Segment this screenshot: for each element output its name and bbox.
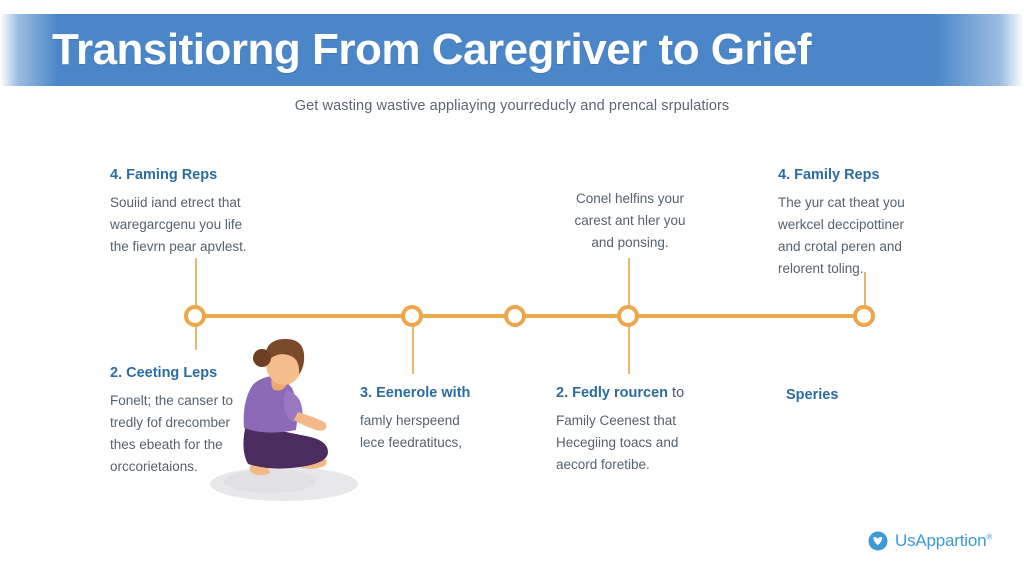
heart-circle-icon [868, 531, 888, 551]
body-line: aecord foretibe. [556, 456, 650, 472]
page-title: Transitiorng From Caregriver to Grief [52, 25, 812, 74]
kneeling-person-illustration [210, 338, 358, 501]
body-line: carest ant hler you [574, 212, 686, 228]
timeline-node-5[interactable] [853, 305, 875, 327]
block-top-right-body: The yur cat theat you werkcel deccipotti… [778, 192, 958, 279]
body-line: and crotal peren and [778, 238, 902, 254]
block-bottom-third-body: Family Ceenest that Hecegiing toacs and … [556, 410, 746, 476]
page-subtitle: Get wasting wastive appliaying yourreduc… [294, 98, 730, 114]
block-bottom-third-heading-main: 2. Fedly rourcen [556, 385, 669, 401]
brand-name: UsAppartion® [895, 531, 992, 551]
body-line: Fonelt; the canser to [110, 393, 234, 409]
body-line: Souiid iand etrect that [110, 195, 241, 211]
body-line: the fievrn pear apvlest. [110, 238, 247, 254]
block-top-left: 4. Faming Reps Souiid iand etrect that w… [110, 166, 290, 258]
block-bottom-right: Speries [786, 386, 946, 412]
connector-stem-up-1 [195, 258, 197, 308]
body-line: and ponsing. [591, 234, 669, 250]
block-bottom-left-body: Fonelt; the canser to tredly fof drecomb… [110, 390, 290, 477]
connector-stem-down-4 [628, 324, 630, 374]
body-line: thes ebeath for the [110, 436, 223, 452]
body-line: relorent toling. [778, 260, 864, 276]
block-top-center: Conel helfins your carest ant hler you a… [540, 188, 720, 254]
block-bottom-second-heading: 3. Eenerole with [360, 385, 471, 401]
connector-stem-up-4 [628, 258, 630, 308]
block-top-left-heading: 4. Faming Reps [110, 167, 218, 183]
body-line: Family Ceenest that [556, 413, 677, 429]
body-line: tredly fof drecomber [110, 414, 231, 430]
registered-mark: ® [986, 532, 993, 542]
block-top-left-body: Souiid iand etrect that waregarcgenu you… [110, 192, 290, 258]
timeline-node-1[interactable] [184, 305, 206, 327]
connector-stem-down-1 [195, 324, 197, 350]
body-line: The yur cat theat you [778, 195, 905, 211]
body-line: Hecegiing toacs and [556, 434, 679, 450]
block-top-center-body: Conel helfins your carest ant hler you a… [540, 188, 720, 254]
header-banner: Transitiorng From Caregriver to Grief [0, 14, 1024, 86]
block-bottom-left: 2. Ceeting Leps Fonelt; the canser to tr… [110, 364, 290, 478]
block-top-right: 4. Family Reps The yur cat theat you wer… [778, 166, 958, 280]
body-line: waregarcgenu you life [110, 216, 243, 232]
timeline-node-3[interactable] [504, 305, 526, 327]
brand-logo: UsAppartion® [868, 531, 992, 551]
block-bottom-second: 3. Eenerole with famly herspeend lece fe… [360, 384, 540, 454]
timeline-node-2[interactable] [401, 305, 423, 327]
body-line: famly herspeend [360, 413, 460, 429]
block-bottom-left-heading: 2. Ceeting Leps [110, 365, 218, 381]
block-bottom-third-heading-tail: to [668, 385, 685, 401]
body-line: werkcel deccipottiner [778, 216, 905, 232]
body-line: orccorietaions. [110, 458, 198, 474]
block-bottom-third-heading: 2. Fedly rourcen to [556, 384, 746, 402]
block-top-right-heading: 4. Family Reps [778, 167, 880, 183]
block-bottom-second-body: famly herspeend lece feedratitucs, [360, 410, 540, 454]
connector-stem-down-2 [412, 324, 414, 374]
body-line: Conel helfins your [575, 191, 685, 206]
connector-stem-up-5 [864, 272, 866, 308]
body-line: lece feedratitucs, [360, 434, 463, 450]
block-bottom-right-heading: Speries [786, 387, 839, 403]
timeline-axis [195, 314, 865, 318]
brand-name-text: UsAppartion [895, 531, 987, 550]
block-bottom-third: 2. Fedly rourcen to Family Ceenest that … [556, 384, 746, 476]
timeline-node-4[interactable] [617, 305, 639, 327]
